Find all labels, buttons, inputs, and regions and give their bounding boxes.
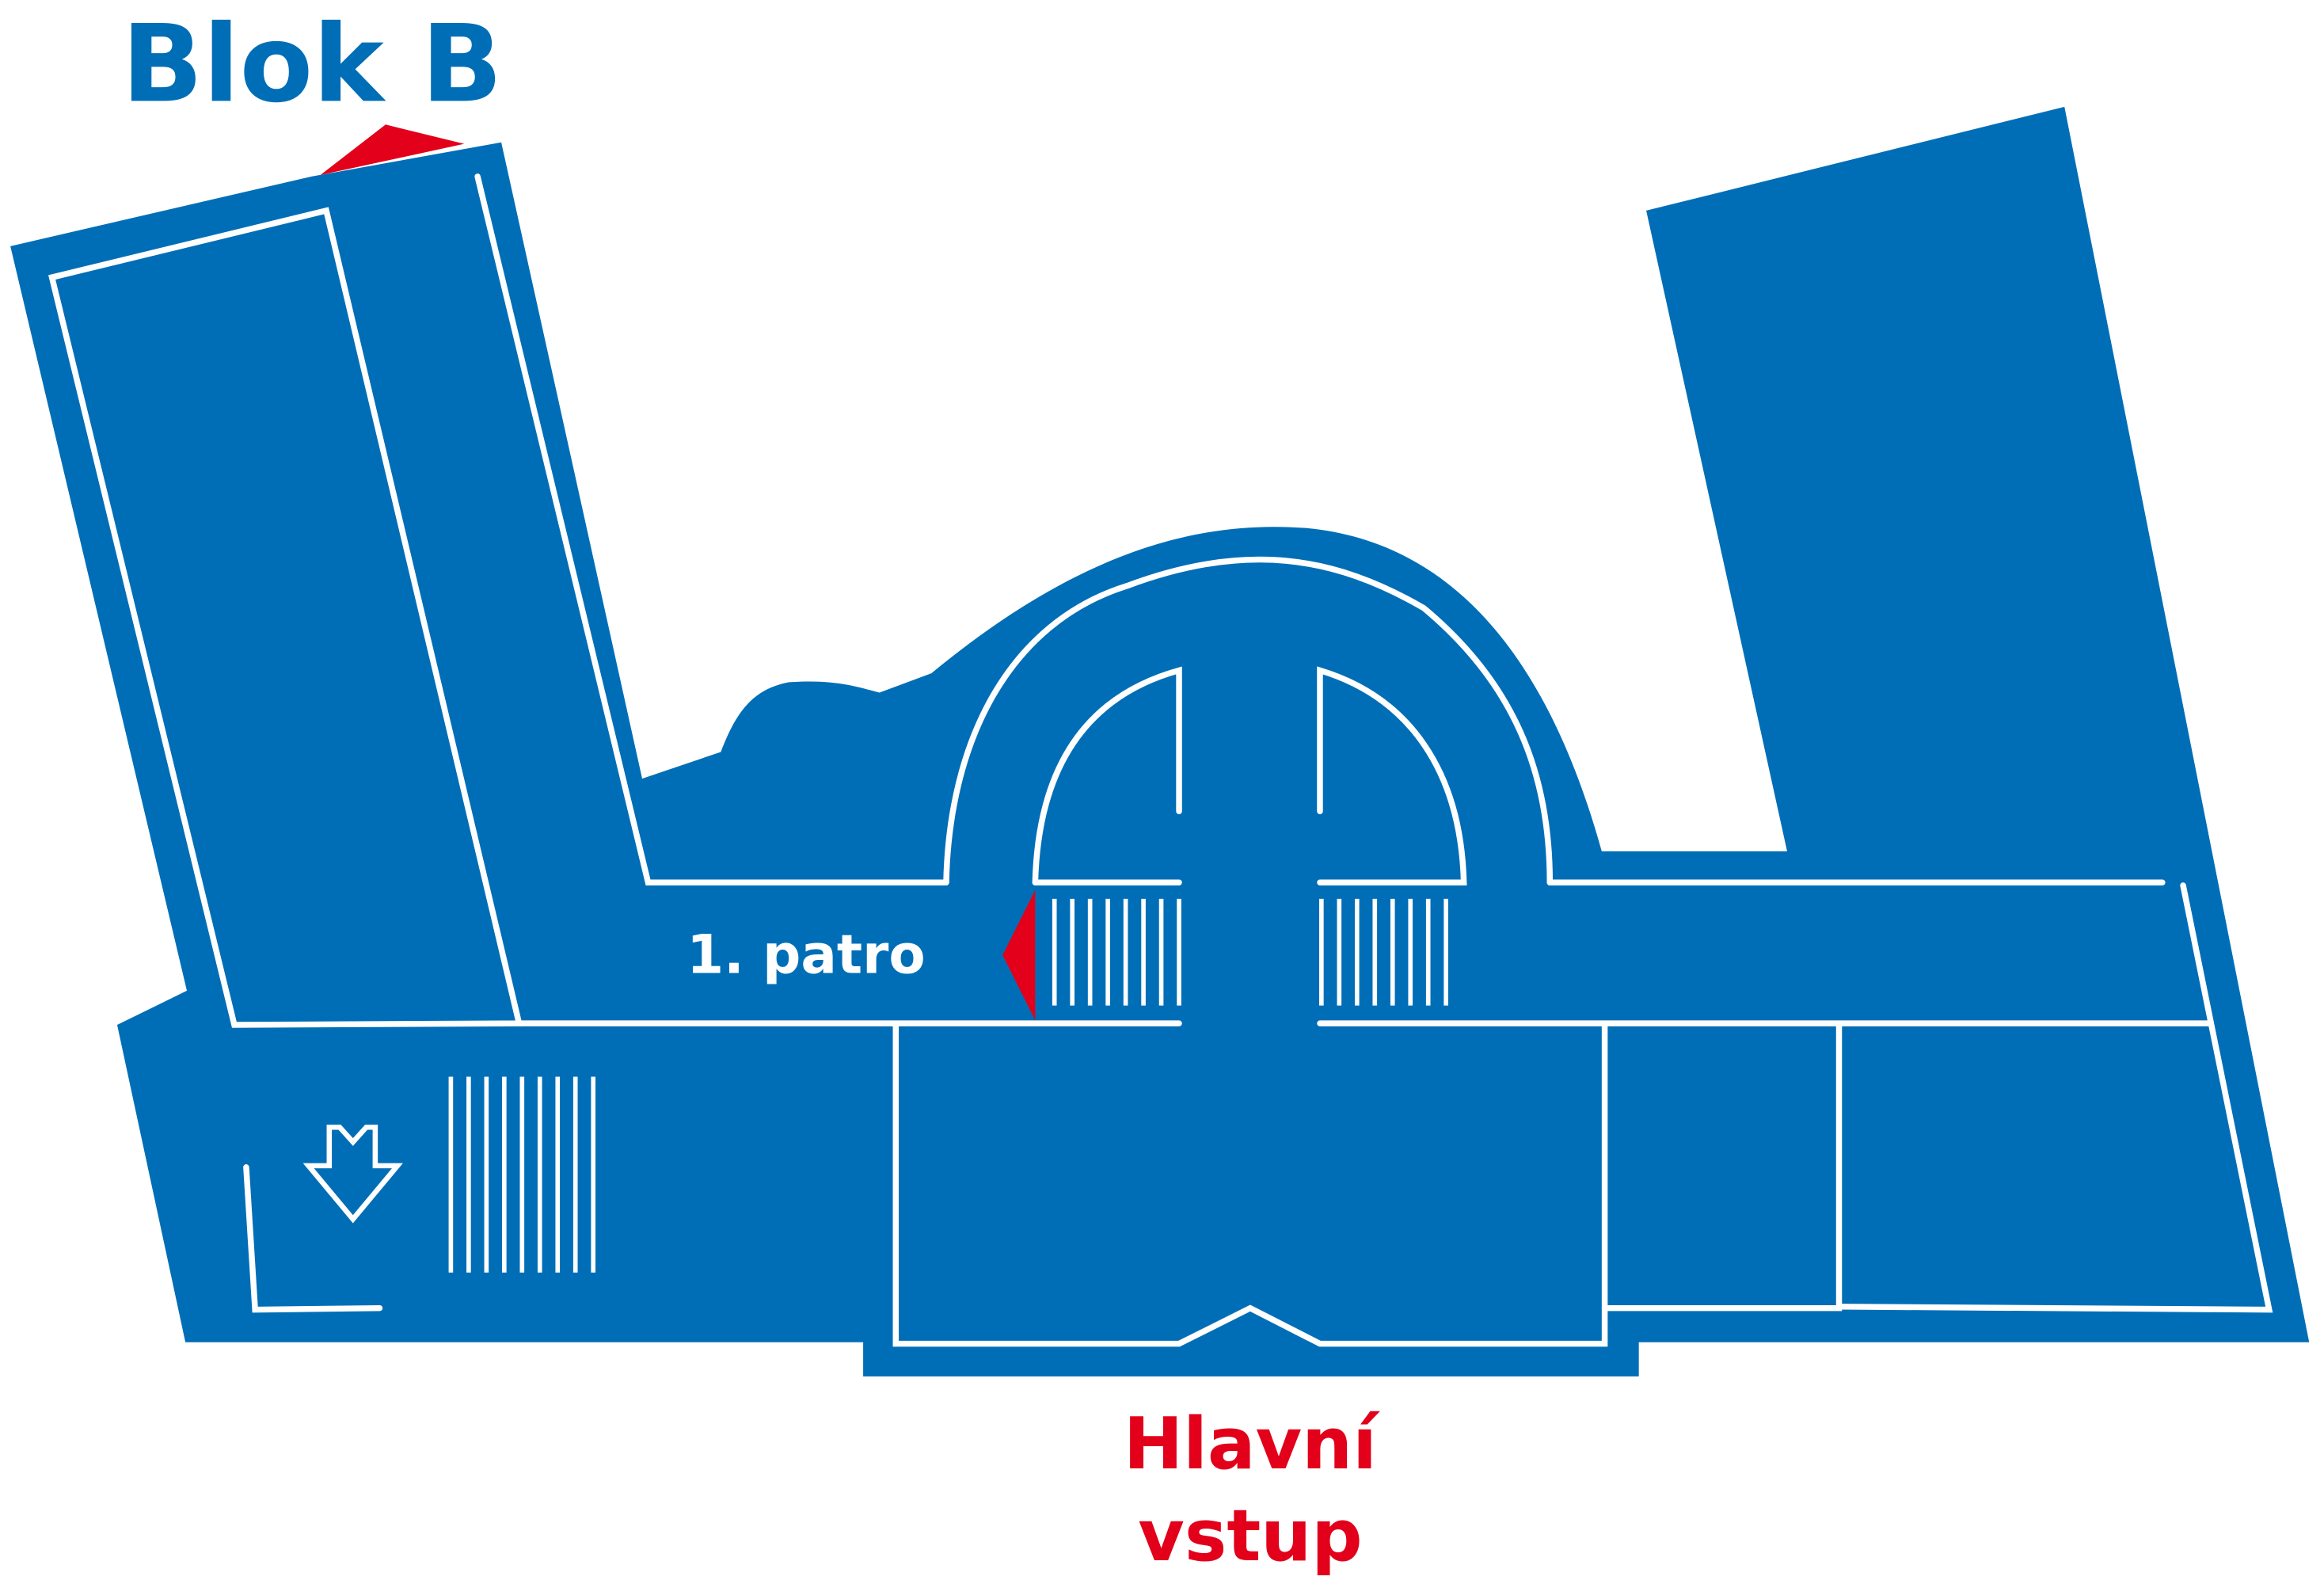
- building-footprint: [10, 106, 2310, 1376]
- metro-icon: [302, 1124, 403, 1224]
- stairs-metro: [448, 1076, 596, 1273]
- entrance-label-line2: vstup: [1138, 1495, 1362, 1578]
- entrance-marker-icon: [320, 124, 465, 175]
- you-are-here-icon: [1002, 889, 1036, 1021]
- stairs-right: [1319, 898, 1448, 1006]
- stairs-left: [1052, 898, 1181, 1006]
- block-title: Blok B: [122, 2, 503, 126]
- interior-walls: [48, 173, 2273, 1347]
- entrance-label-line1: Hlavní: [1124, 1403, 1380, 1486]
- floor-label: 1. patro: [687, 923, 926, 985]
